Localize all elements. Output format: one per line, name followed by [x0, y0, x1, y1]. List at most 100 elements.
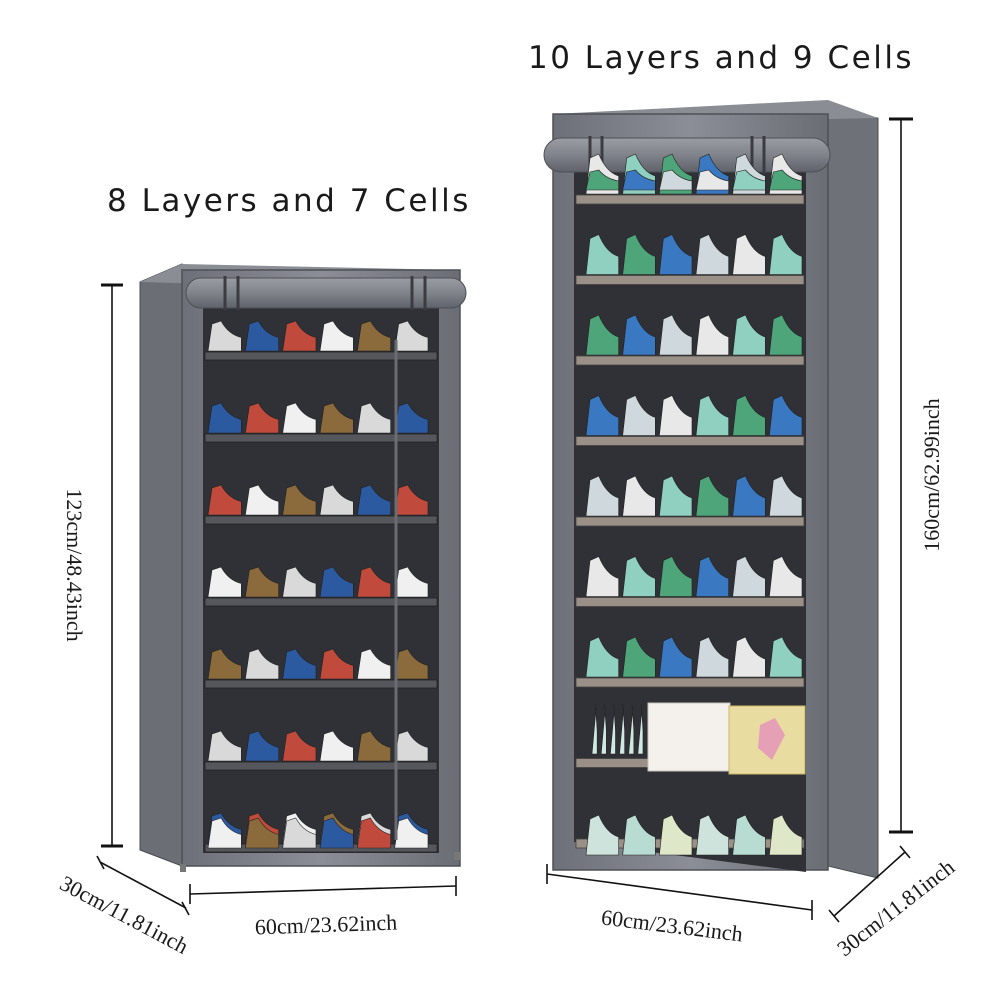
shoe [585, 814, 619, 856]
small-shoe-rack [139, 263, 467, 872]
shoe [282, 648, 317, 680]
shoe [244, 730, 279, 762]
shoe [207, 484, 242, 516]
shoe [394, 402, 429, 434]
title-large-rack: 10 Layers and 9 Cells [528, 40, 915, 76]
shoe [244, 402, 279, 434]
shoe [658, 234, 693, 275]
shelf [575, 597, 805, 607]
shoe [244, 817, 279, 849]
shelf [204, 515, 438, 525]
shoe [207, 566, 242, 598]
shoe [732, 395, 766, 436]
shoe [622, 395, 656, 436]
shoe [732, 234, 766, 275]
shoe [768, 636, 803, 678]
shoe [394, 566, 429, 598]
shoe [732, 169, 766, 191]
shoe [658, 314, 693, 356]
shoe [585, 234, 619, 275]
shoe [319, 817, 354, 849]
shoe [356, 320, 391, 352]
shelf [575, 677, 805, 688]
shoe [356, 817, 391, 849]
shoe [585, 556, 619, 597]
shoe [732, 475, 766, 517]
shelf [204, 597, 438, 607]
small-width-label: 60cm/23.62inch [254, 909, 398, 940]
shoe [394, 730, 429, 762]
title-small-rack: 8 Layers and 7 Cells [107, 183, 471, 219]
large-shoe-rack [543, 100, 879, 879]
shelf [204, 433, 438, 443]
shoe [356, 648, 391, 680]
shoe [658, 636, 693, 678]
shoe [319, 566, 354, 598]
shoe [732, 556, 766, 597]
shoe [356, 730, 391, 762]
shoe [282, 320, 317, 352]
shoe [622, 234, 656, 275]
shoe [695, 314, 729, 356]
shoe [394, 484, 429, 516]
shoe [244, 320, 279, 352]
shoe [695, 636, 729, 678]
shoe [695, 395, 729, 436]
shoe [658, 814, 693, 856]
shoe [768, 169, 803, 191]
shoe [628, 703, 635, 755]
shoe [244, 484, 279, 516]
shoe [732, 814, 766, 856]
shoe [600, 703, 607, 755]
shoe [585, 636, 619, 678]
shoe [585, 169, 619, 191]
shoe [282, 730, 317, 762]
shelf [575, 275, 805, 285]
shoe [356, 484, 391, 516]
shoe [394, 648, 429, 680]
shoe [207, 730, 242, 762]
shoe [619, 703, 625, 755]
shelf [575, 355, 805, 366]
storage-box-white [647, 702, 731, 772]
shoe [319, 402, 354, 434]
shoe [585, 314, 619, 356]
shoe [658, 475, 693, 517]
small-rolled-cover [185, 277, 467, 309]
shoe [695, 475, 729, 517]
shoe [695, 814, 729, 856]
shoe [207, 817, 242, 849]
shoe [585, 395, 619, 436]
shoe [394, 320, 429, 352]
shoe [207, 320, 242, 352]
dimension-lines [96, 117, 913, 923]
shoe [591, 703, 598, 755]
shoe [637, 703, 644, 755]
shoe [695, 169, 729, 191]
shoe [394, 817, 429, 849]
shoe [244, 566, 279, 598]
shoe [207, 402, 242, 434]
shoe [282, 566, 317, 598]
shoe [768, 314, 803, 356]
shoe [768, 234, 803, 275]
shoe [658, 169, 693, 191]
shoe [244, 648, 279, 680]
shoe [695, 556, 729, 597]
shoe [622, 169, 656, 191]
shelf [575, 436, 805, 446]
shoe [207, 648, 242, 680]
large-rolled-cover [543, 137, 831, 173]
shoe [768, 556, 803, 597]
shoe [695, 234, 729, 275]
shoe [768, 395, 803, 436]
shoe [622, 475, 656, 517]
shoe [622, 556, 656, 597]
shoe [319, 730, 354, 762]
shoe [282, 817, 317, 849]
shoe [658, 395, 693, 436]
shoe [319, 648, 354, 680]
shoe [319, 320, 354, 352]
shoe [622, 636, 656, 678]
